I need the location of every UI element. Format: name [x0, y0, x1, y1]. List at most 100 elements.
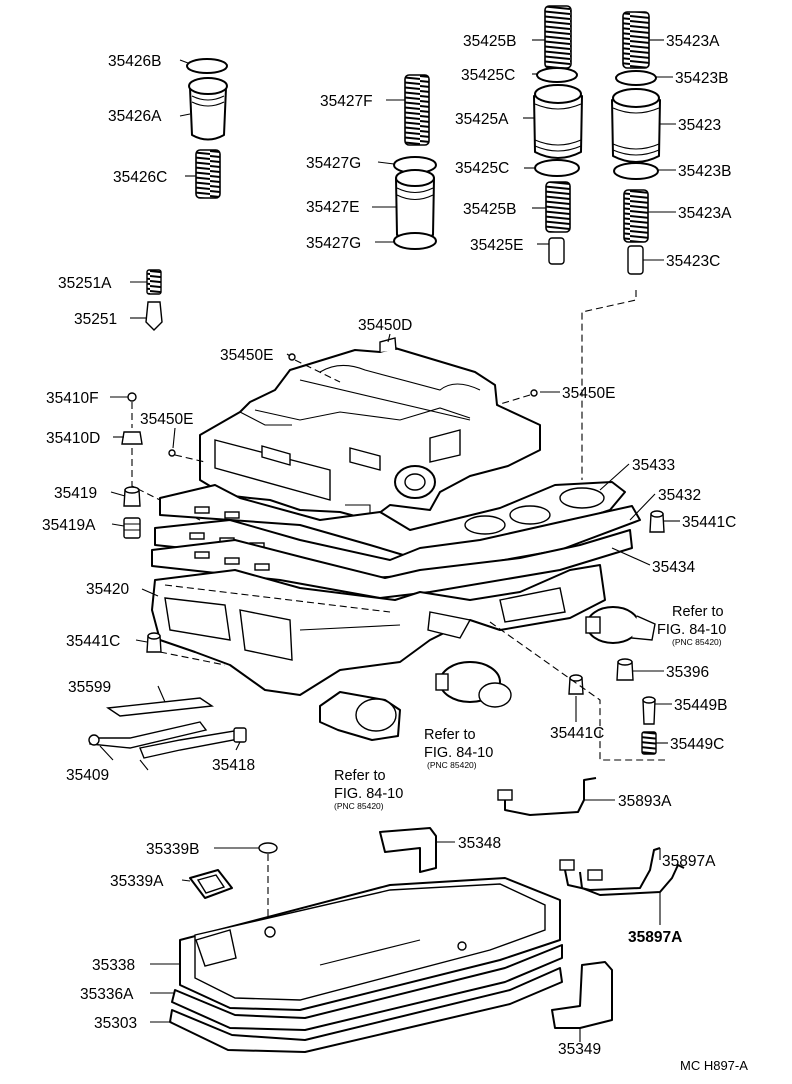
- drawing-code: MC H897-A: [680, 1058, 748, 1073]
- label-35420: 35420: [86, 581, 129, 598]
- part-35419A-plug: [123, 517, 141, 539]
- part-35410F-ball: [127, 392, 137, 402]
- label-35425B-top: 35425B: [463, 33, 516, 50]
- part-35427E-sleeve: [395, 169, 435, 242]
- part-35396-plug: [616, 658, 634, 681]
- label-35427G-top: 35427G: [306, 155, 361, 172]
- dashed-guide-35450E-b: [496, 394, 531, 406]
- label-35426C: 35426C: [113, 169, 167, 186]
- part-35450E-ball-a: [288, 353, 296, 361]
- label-35251A: 35251A: [58, 275, 112, 292]
- label-35423C: 35423C: [666, 253, 720, 270]
- label-35409: 35409: [66, 767, 109, 784]
- part-35423-sleeve: [611, 88, 661, 163]
- part-35897A-pipes: [559, 847, 685, 896]
- dashed-guide-35423: [581, 290, 637, 480]
- part-35426A-plug: [188, 77, 228, 141]
- reference-text-line1: Refer to: [424, 727, 476, 743]
- solenoid-left: [319, 691, 401, 741]
- label-35423: 35423: [678, 117, 721, 134]
- part-35410D-retainer: [121, 431, 143, 445]
- reference-pnc: (PNC 85420): [334, 801, 384, 811]
- label-35339A: 35339A: [110, 873, 164, 890]
- label-35427F: 35427F: [320, 93, 373, 110]
- label-35338: 35338: [92, 957, 135, 974]
- label-35426A: 35426A: [108, 108, 162, 125]
- part-35441C-plug-b: [146, 632, 162, 653]
- label-35599: 35599: [68, 679, 111, 696]
- label-35425E: 35425E: [470, 237, 523, 254]
- part-35425E-pin: [548, 237, 565, 265]
- part-35423C-pin: [627, 245, 644, 275]
- part-35426B-ring: [186, 58, 228, 74]
- part-35450E-ball-c: [168, 449, 176, 457]
- label-35897A-b: 35897A: [628, 929, 682, 946]
- label-35410F: 35410F: [46, 390, 99, 407]
- part-35425B-spring-top: [544, 5, 572, 69]
- part-35425B-spring-bottom: [545, 181, 571, 233]
- label-35410D: 35410D: [46, 430, 100, 447]
- label-35425C-top: 35425C: [461, 67, 515, 84]
- label-35336A: 35336A: [80, 986, 134, 1003]
- label-35348: 35348: [458, 835, 501, 852]
- part-35599-plate: [106, 697, 214, 717]
- part-35427G-ring-bottom: [393, 232, 437, 250]
- part-35423B-ring-bottom: [613, 162, 659, 180]
- part-35339B-washer: [258, 842, 278, 854]
- label-35426B: 35426B: [108, 53, 161, 70]
- solenoid-center: [435, 661, 512, 708]
- leader-lines: [99, 39, 680, 1042]
- part-35425C-ring-bottom: [534, 159, 580, 177]
- dashed-guide-35441C-b: [159, 651, 226, 666]
- label-35425B-bottom: 35425B: [463, 201, 516, 218]
- label-35427E: 35427E: [306, 199, 359, 216]
- solenoid-right: [585, 606, 656, 644]
- part-35425A-sleeve: [533, 84, 583, 159]
- label-35441C-a: 35441C: [682, 514, 736, 531]
- part-35339A-gasket: [189, 869, 233, 899]
- part-35426C-spring: [195, 149, 221, 199]
- part-35425C-ring-top: [536, 67, 578, 83]
- part-35409-pin: [88, 721, 208, 749]
- part-35423A-spring-bottom: [623, 189, 649, 243]
- label-35441C-c: 35441C: [550, 725, 604, 742]
- label-35449B: 35449B: [674, 697, 727, 714]
- reference-pnc: (PNC 85420): [672, 637, 722, 647]
- label-35303: 35303: [94, 1015, 137, 1032]
- label-35425A: 35425A: [455, 111, 509, 128]
- part-35441C-plug-c: [568, 674, 584, 695]
- dashed-guide-35450E-a: [294, 359, 341, 383]
- label-35423B-bottom: 35423B: [678, 163, 731, 180]
- part-35450E-ball-b: [530, 389, 538, 397]
- label-35423A-bottom: 35423A: [678, 205, 732, 222]
- label-35449C: 35449C: [670, 736, 724, 753]
- part-35419-plug: [123, 486, 141, 507]
- part-35336A-gasket: [171, 944, 563, 1031]
- reference-callout-right: Refer to FIG. 84-10 (PNC 85420): [657, 604, 726, 647]
- label-35423A-top: 35423A: [666, 33, 720, 50]
- part-35251A-spring: [146, 269, 162, 295]
- part-35423B-ring-top: [615, 70, 657, 86]
- part-35303-strainer: [169, 967, 563, 1053]
- part-35251-check-ball: [145, 301, 163, 331]
- reference-text-line2: FIG. 84-10: [657, 622, 726, 638]
- part-35441C-plug-a: [649, 510, 665, 533]
- label-35423B-top: 35423B: [675, 70, 728, 87]
- label-35450E-c: 35450E: [140, 411, 193, 428]
- reference-text-line1: Refer to: [334, 768, 386, 784]
- part-35423A-spring-top: [622, 11, 650, 69]
- label-35349: 35349: [558, 1041, 601, 1058]
- label-35450D: 35450D: [358, 317, 412, 334]
- label-35427G-bottom: 35427G: [306, 235, 361, 252]
- label-35434: 35434: [652, 559, 695, 576]
- part-35449C-spring: [641, 731, 657, 755]
- reference-callout-left: Refer to FIG. 84-10 (PNC 85420): [334, 768, 403, 811]
- part-labels: 35426B 35426A 35426C 35427F 35427G 35427…: [42, 33, 736, 1058]
- label-35251: 35251: [74, 311, 117, 328]
- label-35419: 35419: [54, 485, 97, 502]
- dashed-guide-35449: [489, 621, 665, 761]
- label-35396: 35396: [666, 664, 709, 681]
- label-35893A: 35893A: [618, 793, 672, 810]
- reference-text-line2: FIG. 84-10: [334, 786, 403, 802]
